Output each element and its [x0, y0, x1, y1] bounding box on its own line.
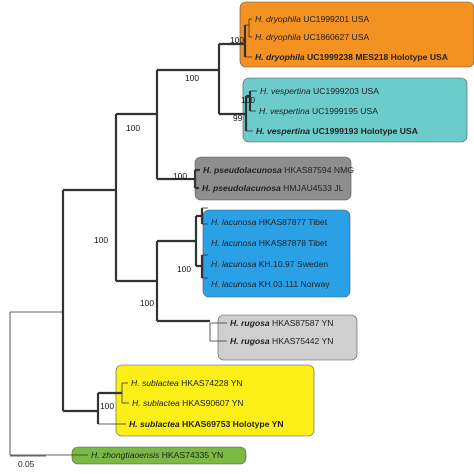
taxon-label-dryophila-2: H. dryophila UC1860627 USA — [255, 32, 369, 42]
support-value-main-ingroup: 100 — [94, 235, 108, 245]
taxon-label-lacunosa-1: H. lacunosa HKAS87877 Tibet — [211, 217, 328, 227]
taxon-label-sublactea-3: H. sublactea HKAS69753 Holotype YN — [129, 419, 284, 429]
taxon-epithet: vespertina — [271, 86, 311, 96]
taxon-voucher: KH.03.111 Norway — [256, 279, 330, 289]
clade-box-lacunosa — [202, 209, 351, 298]
support-value-vespertina-inner: 99 — [233, 113, 243, 123]
taxon-epithet: pseudolacunosa — [212, 183, 281, 193]
taxon-label-lacunosa-4: H. lacunosa KH.03.111 Norway — [211, 279, 330, 289]
taxon-genus: H. — [129, 419, 140, 429]
taxon-epithet: dryophila — [266, 14, 301, 24]
taxon-epithet: sublactea — [143, 398, 180, 408]
taxon-epithet: rugosa — [241, 336, 270, 346]
taxon-label-rugosa-2: H. rugosa HKAS75442 YN — [230, 336, 334, 346]
taxon-genus: H. — [131, 378, 142, 388]
taxon-voucher: HKAS69753 Holotype YN — [180, 419, 284, 429]
clade-box-rugosa — [217, 314, 358, 361]
taxon-label-lacunosa-3: H. lacunosa KH.10.97 Sweden — [211, 259, 328, 269]
scale-bar: 0.05 — [10, 455, 46, 469]
taxon-label-lacunosa-2: H. lacunosa HKAS87878 Tibet — [211, 238, 328, 248]
clade-box-zhongtiaoensis — [71, 446, 247, 465]
scale-bar-label: 0.05 — [18, 459, 35, 469]
taxon-voucher: UC1999203 USA — [311, 86, 380, 96]
taxon-epithet: vespertina — [270, 106, 310, 116]
taxon-voucher: HKAS74228 YN — [179, 378, 243, 388]
clade-highlight-boxes — [71, 1, 474, 465]
clade-box-pseudolacunosa — [194, 156, 352, 201]
taxon-label-vespertina-3: H. vespertina UC1999193 Holotype USA — [256, 126, 418, 136]
taxon-label-sublactea-1: H. sublactea HKAS74228 YN — [131, 378, 243, 388]
taxon-genus: H. — [203, 165, 214, 175]
support-value-pseudolacunosa: 100 — [173, 171, 187, 181]
taxon-genus: H. — [255, 32, 266, 42]
taxon-genus: H. — [255, 14, 266, 24]
taxon-voucher: UC1999201 USA — [301, 14, 370, 24]
support-value-sublactea: 100 — [100, 401, 114, 411]
taxon-genus: H. — [260, 86, 271, 96]
taxon-label-dryophila-1: H. dryophila UC1999201 USA — [255, 14, 369, 24]
taxon-voucher: HKAS87587 YN — [270, 318, 334, 328]
taxon-epithet: lacunosa — [222, 217, 257, 227]
taxon-label-vespertina-1: H. vespertina UC1999203 USA — [260, 86, 379, 96]
taxon-epithet: rugosa — [241, 318, 270, 328]
clade-box-vespertina — [242, 77, 468, 143]
taxon-epithet: sublactea — [142, 378, 179, 388]
taxon-voucher: HMJAU4533 JL — [281, 183, 344, 193]
taxon-voucher: UC1860627 USA — [301, 32, 370, 42]
taxon-label-sublactea-2: H. sublactea HKAS90607 YN — [132, 398, 244, 408]
taxon-label-rugosa-1: H. rugosa HKAS87587 YN — [230, 318, 334, 328]
taxon-voucher: HKAS75442 YN — [270, 336, 334, 346]
taxon-epithet: dryophila — [266, 52, 305, 62]
taxon-genus: H. — [211, 217, 222, 227]
taxon-voucher: HKAS74335 YN — [159, 450, 223, 460]
taxon-genus: H. — [202, 183, 213, 193]
taxon-genus: H. — [256, 126, 267, 136]
taxon-epithet: dryophila — [266, 32, 301, 42]
taxon-genus: H. — [255, 52, 266, 62]
taxon-genus: H. — [211, 238, 222, 248]
taxon-epithet: zhongtiaoensis — [101, 450, 160, 460]
taxon-label-dryophila-3: H. dryophila UC1999238 MES218 Holotype U… — [255, 52, 448, 62]
taxon-epithet: sublactea — [140, 419, 180, 429]
taxon-voucher: UC1999195 USA — [310, 106, 379, 116]
taxon-voucher: UC1999193 Holotype USA — [310, 126, 418, 136]
taxon-genus: H. — [230, 336, 241, 346]
taxon-epithet: pseudolacunosa — [213, 165, 282, 175]
taxon-label-pseudolacunosa-1: H. pseudolacunosa HKAS87594 NMG — [203, 165, 354, 175]
support-value-lacunosa-rugosa: 100 — [140, 298, 154, 308]
taxon-voucher: UC1999238 MES218 Holotype USA — [305, 52, 448, 62]
taxon-epithet: lacunosa — [222, 279, 257, 289]
support-value-dryophila-vespertina: 100 — [185, 73, 199, 83]
taxon-genus: H. — [211, 259, 222, 269]
taxon-voucher: HKAS87878 Tibet — [256, 238, 327, 248]
taxon-voucher: KH.10.97 Sweden — [256, 259, 328, 269]
taxon-genus: H. — [230, 318, 241, 328]
taxon-label-zhongtiaoensis-1: H. zhongtiaoensis HKAS74335 YN — [91, 450, 223, 460]
taxon-epithet: lacunosa — [222, 259, 257, 269]
taxon-epithet: vespertina — [267, 126, 310, 136]
support-value-lacunosa-group: 100 — [177, 264, 191, 274]
taxon-voucher: HKAS87877 Tibet — [256, 217, 327, 227]
taxon-genus: H. — [211, 279, 222, 289]
clade-box-sublactea — [115, 364, 315, 437]
taxon-genus: H. — [259, 106, 270, 116]
taxon-voucher: HKAS87594 NMG — [282, 165, 354, 175]
taxon-label-vespertina-2: H. vespertina UC1999195 USA — [259, 106, 378, 116]
taxon-epithet: lacunosa — [222, 238, 257, 248]
support-value-vespertina: 100 — [241, 95, 255, 105]
tree-branches — [9, 18, 257, 456]
clade-box-dryophila — [239, 1, 474, 68]
taxon-label-pseudolacunosa-2: H. pseudolacunosa HMJAU4533 JL — [202, 183, 344, 193]
taxon-genus: H. — [91, 450, 102, 460]
taxon-voucher: HKAS90607 YN — [180, 398, 244, 408]
support-value-dryophila: 100 — [230, 35, 244, 45]
taxon-genus: H. — [132, 398, 143, 408]
support-value-upper-group: 100 — [126, 123, 140, 133]
support-values: 100 100 100 99 100 100 100 100 100 100 — [94, 35, 255, 411]
